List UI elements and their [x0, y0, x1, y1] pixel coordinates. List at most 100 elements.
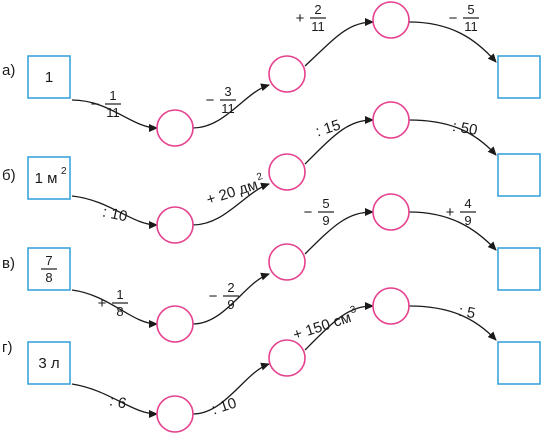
start-value: 1: [45, 69, 53, 86]
operator-sign: −: [304, 204, 313, 221]
arrow-4: [408, 211, 497, 251]
row-label: б): [2, 167, 16, 184]
fraction-numerator: 7: [45, 253, 52, 268]
intermediate-circle-3[interactable]: [372, 1, 410, 39]
arrow-3: [304, 18, 374, 67]
operation-text: : 5: [457, 303, 476, 323]
operator-sign: +: [98, 295, 107, 312]
intermediate-circle-2[interactable]: [268, 153, 306, 191]
fraction-denominator: 9: [464, 213, 471, 228]
fraction-denominator: 9: [227, 297, 234, 312]
intermediate-circle-1[interactable]: [156, 206, 194, 244]
result-box[interactable]: [497, 55, 541, 99]
fraction-denominator: 11: [106, 105, 120, 120]
fraction-numerator: 1: [109, 88, 116, 103]
arrow-3: [304, 116, 374, 165]
operation-3: : 15: [314, 117, 343, 141]
operation-1: : 6: [108, 392, 128, 412]
operator-sign: −: [206, 92, 215, 109]
operation-1: −111: [91, 88, 121, 120]
row-label: г): [2, 339, 12, 356]
operation-3: + 150 см3: [291, 304, 358, 344]
result-box[interactable]: [497, 341, 541, 385]
result-box[interactable]: [497, 247, 541, 291]
start-value-superscript: 2: [61, 166, 67, 177]
fraction-denominator: 11: [311, 19, 325, 34]
fraction-denominator: 8: [45, 270, 52, 285]
intermediate-circle-1[interactable]: [156, 395, 194, 433]
fraction-denominator: 11: [464, 19, 478, 34]
result-box[interactable]: [497, 153, 541, 197]
fraction-denominator: 11: [221, 101, 235, 116]
chain-row-4: г) 3 л : 6 : 10 + 150 см3 : 5: [2, 287, 541, 433]
operator-sign: +: [296, 10, 305, 27]
start-value: 1 м: [35, 170, 58, 187]
intermediate-circle-3[interactable]: [372, 193, 410, 231]
intermediate-circle-1[interactable]: [156, 109, 194, 147]
fraction-numerator: 5: [322, 196, 329, 211]
operation-text: : 50: [451, 118, 479, 139]
operation-2: −2 9: [209, 280, 239, 312]
operator-sign: −: [91, 96, 100, 113]
row-label: а): [2, 62, 15, 79]
intermediate-circle-2[interactable]: [268, 243, 306, 281]
chain-row-3: в)+18−29−59+49: [2, 193, 541, 343]
operation-1: +1 8: [98, 287, 128, 319]
arrow-1: [71, 195, 158, 229]
start-value: 3 л: [38, 355, 59, 372]
start-value-box: [27, 156, 71, 200]
fraction-numerator: 2: [314, 2, 321, 17]
operation-4: : 5: [457, 303, 476, 323]
fraction-numerator: 1: [116, 287, 123, 302]
operation-text: + 20 дм: [204, 176, 260, 209]
start-value: 78: [41, 253, 57, 285]
operation-4: : 50: [451, 118, 479, 139]
row-label: в): [2, 255, 15, 272]
operation-2: + 20 дм2: [204, 171, 264, 209]
operation-3: −5 9: [304, 196, 334, 228]
operation-text: : 6: [108, 392, 128, 412]
operation-2: −3 11: [206, 84, 236, 116]
arrow-1: [71, 99, 158, 132]
arrow-3: [304, 208, 374, 255]
arrow-4: [408, 119, 497, 156]
superscript: 2: [255, 171, 264, 183]
operation-1: : 10: [101, 204, 129, 226]
fraction-denominator: 8: [116, 304, 123, 319]
intermediate-circle-1[interactable]: [156, 305, 194, 343]
arrow-4: [408, 305, 497, 341]
intermediate-circle-2[interactable]: [268, 339, 306, 377]
arrow-1: [71, 383, 158, 418]
operation-2: : 10: [210, 395, 239, 419]
arrow-2: [192, 83, 270, 129]
fraction-numerator: 3: [224, 84, 231, 99]
superscript: 3: [349, 304, 358, 316]
operation-4: −5 11: [449, 2, 479, 34]
fraction-denominator: 9: [322, 213, 329, 228]
operation-text: : 10: [210, 395, 239, 419]
chain-row-1: а)1−111−311+211−511: [2, 1, 541, 147]
operator-sign: −: [449, 10, 458, 27]
start-value-box: [27, 341, 71, 385]
operation-text: : 15: [314, 117, 343, 141]
operation-4: +4 9: [446, 196, 476, 228]
operator-sign: −: [209, 288, 218, 305]
intermediate-circle-3[interactable]: [372, 101, 410, 139]
fraction-numerator: 5: [467, 2, 474, 17]
arrow-2: [192, 362, 270, 415]
fraction-numerator: 2: [227, 280, 234, 295]
intermediate-circle-2[interactable]: [268, 55, 306, 93]
arrow-1: [71, 289, 158, 328]
operation-text: + 150 см: [291, 309, 353, 344]
operation-text: : 10: [101, 204, 129, 226]
arrow-2: [192, 182, 270, 226]
arrow-3: [304, 302, 374, 351]
arrow-2: [192, 272, 270, 325]
start-value-box: [27, 55, 71, 99]
arrow-4: [408, 21, 497, 63]
intermediate-circle-3[interactable]: [372, 287, 410, 325]
fraction-numerator: 4: [464, 196, 471, 211]
operator-sign: +: [446, 204, 455, 221]
